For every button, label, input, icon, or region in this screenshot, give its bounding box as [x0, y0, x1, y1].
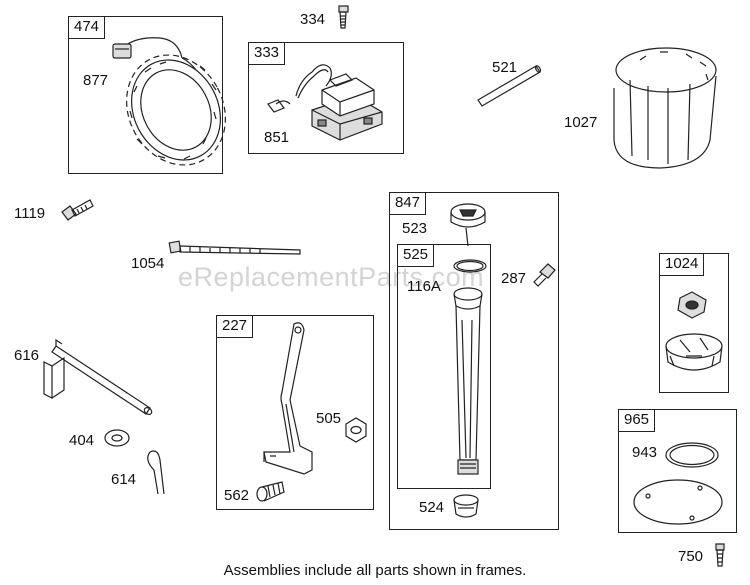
part-877-alternator[interactable] — [108, 37, 245, 183]
label-851[interactable]: 851 — [264, 129, 290, 146]
label-523[interactable]: 523 — [402, 220, 428, 237]
label-877[interactable]: 877 — [83, 72, 109, 89]
part-333-ignition-coil[interactable] — [295, 64, 383, 141]
frame-333: 333 — [248, 42, 404, 154]
part-505-nut[interactable] — [345, 417, 367, 443]
label-614[interactable]: 614 — [111, 471, 137, 488]
frame-tag-847[interactable]: 847 — [389, 192, 427, 215]
label-1119[interactable]: 1119 — [14, 205, 46, 222]
label-943[interactable]: 943 — [632, 444, 658, 461]
part-1119-bolt[interactable] — [61, 199, 94, 221]
label-521[interactable]: 521 — [492, 59, 518, 76]
label-116a[interactable]: 116A — [407, 278, 441, 295]
label-1054[interactable]: 1054 — [131, 255, 165, 272]
part-851-clip[interactable] — [267, 99, 291, 113]
part-525-dipstick-tube[interactable] — [453, 287, 483, 475]
part-227-governor-lever[interactable] — [263, 322, 313, 475]
part-1027-oil-filter[interactable] — [613, 47, 717, 169]
label-616[interactable]: 616 — [14, 347, 40, 364]
watermark: eReplacementParts.com — [178, 262, 485, 292]
part-524-grommet[interactable] — [453, 494, 479, 518]
part-523-dipstick-cap[interactable] — [450, 203, 486, 247]
label-287[interactable]: 287 — [501, 270, 527, 287]
frame-tag-1024[interactable]: 1024 — [659, 253, 705, 276]
label-524[interactable]: 524 — [419, 499, 445, 516]
frame-474: 474 — [68, 16, 223, 174]
frame-tag-474[interactable]: 474 — [68, 16, 106, 39]
frame-965: 965 — [618, 409, 737, 533]
part-1054-cable-tie[interactable] — [168, 240, 301, 255]
part-965-cover-plate[interactable] — [633, 479, 723, 525]
frame-tag-525[interactable]: 525 — [397, 244, 435, 267]
label-750[interactable]: 750 — [678, 548, 704, 565]
frame-227: 227 — [216, 315, 374, 510]
frame-525: 525 — [397, 244, 491, 489]
part-287-screw[interactable] — [533, 263, 556, 287]
part-614-hairpin-cotter[interactable] — [147, 450, 165, 495]
frame-tag-965[interactable]: 965 — [618, 409, 656, 432]
frame-1024: 1024 — [659, 253, 729, 393]
label-1027[interactable]: 1027 — [564, 114, 598, 131]
part-116a-o-ring[interactable] — [453, 259, 487, 273]
part-1024-drain-plug[interactable] — [665, 291, 723, 371]
label-334[interactable]: 334 — [300, 11, 326, 28]
frame-tag-333[interactable]: 333 — [248, 42, 286, 65]
label-562[interactable]: 562 — [224, 487, 250, 504]
part-750-screw[interactable] — [715, 543, 725, 567]
frame-847: 847 — [389, 192, 559, 530]
part-943-gasket[interactable] — [665, 442, 719, 468]
frame-tag-227[interactable]: 227 — [216, 315, 254, 338]
label-404[interactable]: 404 — [69, 432, 95, 449]
part-521-rod[interactable] — [477, 65, 542, 107]
part-404-washer[interactable] — [104, 429, 130, 447]
part-334-screw[interactable] — [338, 5, 349, 29]
footer-note: Assemblies include all parts shown in fr… — [223, 562, 527, 579]
part-562-screw[interactable] — [256, 481, 285, 502]
label-505[interactable]: 505 — [316, 410, 342, 427]
part-616-bracket-rod[interactable] — [43, 338, 153, 416]
